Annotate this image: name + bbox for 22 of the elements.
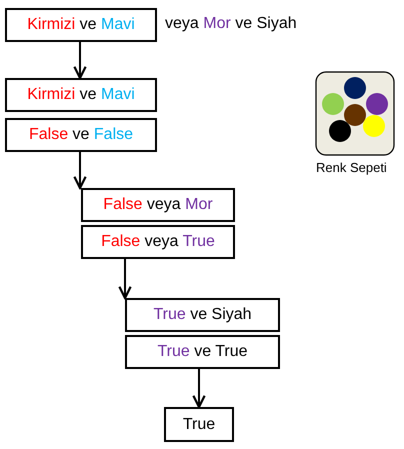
process-box — [125, 298, 280, 332]
expression-text: True ve Siyah — [153, 306, 252, 324]
expression-text: False ve False — [28, 126, 134, 144]
expression-text: Kirmizi ve Mavi — [27, 16, 135, 34]
process-box — [81, 225, 235, 259]
expression-text: veya Mor ve Siyah — [165, 15, 297, 33]
expression-text: False veya Mor — [103, 196, 213, 214]
arrow — [192, 369, 206, 408]
expression-text: False veya True — [101, 233, 215, 251]
expression-text: True ve True — [157, 343, 248, 361]
arrow — [118, 259, 132, 300]
process-box — [5, 78, 157, 112]
icon-caption: Renk Sepeti — [316, 160, 387, 175]
arrow — [73, 152, 87, 190]
process-box — [125, 335, 280, 369]
process-box — [5, 8, 157, 42]
expression-text: True — [182, 416, 216, 434]
expression-text: Kirmizi ve Mavi — [27, 86, 135, 104]
arrow — [73, 42, 87, 80]
process-box — [5, 118, 157, 152]
process-box — [164, 407, 234, 442]
process-box — [81, 188, 235, 222]
